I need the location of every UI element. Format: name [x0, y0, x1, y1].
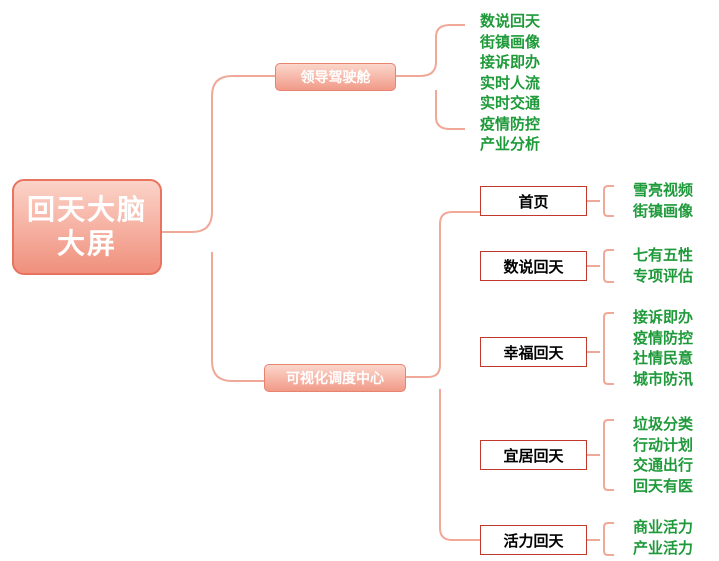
node-label: 首页	[518, 192, 549, 211]
bracket-shushuo	[586, 249, 614, 283]
leaf-item: 城市防汛	[633, 369, 694, 388]
leaf-item: 街镇画像	[633, 201, 694, 220]
bracket-shouye	[586, 185, 614, 217]
node-label: 幸福回天	[503, 343, 564, 362]
node-yiju: 宜居回天	[480, 440, 587, 470]
leaf-item: 街镇画像	[480, 32, 541, 51]
leaf-item: 交通出行	[633, 456, 694, 474]
node-xingfu: 幸福回天	[480, 337, 587, 367]
bracket-xingfu	[586, 312, 614, 385]
branch-cockpit-label: 领导驾驶舱	[300, 70, 371, 86]
connector-root	[162, 75, 275, 382]
leaf-item: 专项评估	[633, 266, 694, 285]
root-node: 回天大脑 大屏	[12, 179, 162, 275]
leaf-item: 疫情防控	[633, 328, 694, 347]
leaf-item: 产业活力	[633, 538, 694, 557]
cockpit-items: 数说回天 街镇画像 接诉即办 实时人流 实时交通 疫情防控 产业分析	[480, 11, 540, 155]
branch-cockpit: 领导驾驶舱	[275, 63, 396, 91]
node-label: 活力回天	[503, 531, 564, 550]
leaf-item: 实时交通	[480, 94, 541, 112]
root-label: 回天大脑 大屏	[27, 193, 148, 260]
leaf-item: 产业分析	[480, 135, 541, 153]
leaf-item: 行动计划	[633, 435, 694, 454]
node-huoli: 活力回天	[480, 525, 587, 555]
bracket-huoli	[586, 522, 614, 556]
leaf-item: 雪亮视频	[633, 181, 694, 199]
leaf-item: 疫情防控	[480, 114, 541, 133]
bracket-yiju	[586, 419, 614, 491]
leaf-item: 实时人流	[480, 73, 541, 92]
shushuo-items: 七有五性 专项评估	[633, 245, 693, 286]
leaf-item: 七有五性	[633, 246, 694, 264]
connector-center	[406, 211, 480, 541]
leaf-item: 商业活力	[633, 518, 694, 536]
yiju-items: 垃圾分类 行动计划 交通出行 回天有医	[633, 414, 693, 496]
branch-center: 可视化调度中心	[264, 364, 406, 392]
branch-center-label: 可视化调度中心	[286, 371, 384, 387]
leaf-item: 垃圾分类	[633, 415, 694, 433]
leaf-item: 接诉即办	[633, 308, 694, 326]
node-label: 宜居回天	[503, 446, 564, 465]
node-shouye: 首页	[480, 186, 587, 216]
leaf-item: 接诉即办	[480, 53, 541, 71]
huoli-items: 商业活力 产业活力	[633, 517, 693, 558]
node-label: 数说回天	[503, 257, 564, 276]
node-shushuo: 数说回天	[480, 251, 587, 281]
leaf-item: 回天有医	[633, 476, 694, 495]
xingfu-items: 接诉即办 疫情防控 社情民意 城市防汛	[633, 307, 693, 389]
leaf-item: 数说回天	[480, 12, 541, 30]
shouye-items: 雪亮视频 街镇画像	[633, 180, 693, 221]
leaf-item: 社情民意	[633, 349, 694, 367]
connector-cockpit	[396, 24, 465, 130]
